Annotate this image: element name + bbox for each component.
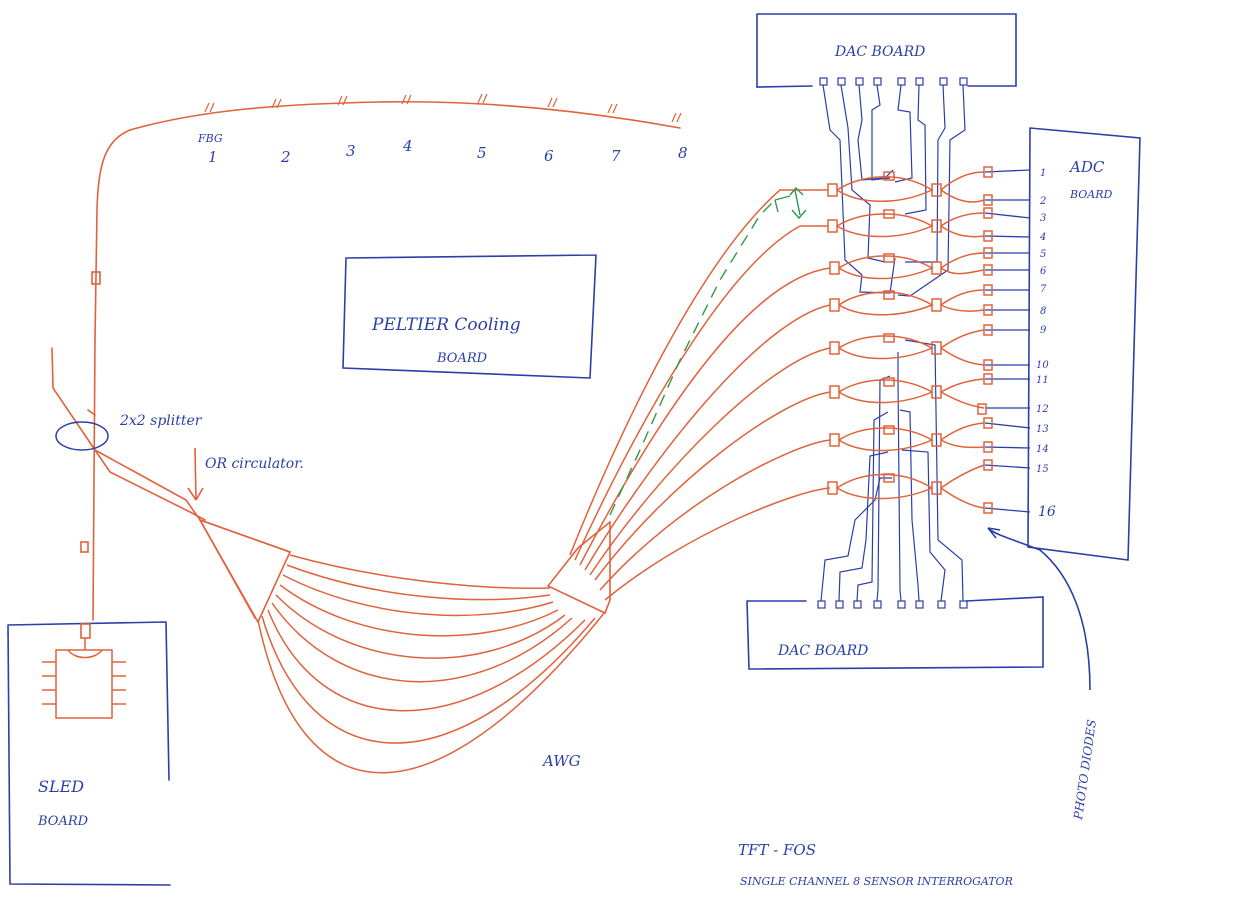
adc-channel-number: 14 bbox=[1036, 444, 1049, 455]
peltier-board-title: PELTIER Cooling bbox=[371, 315, 521, 335]
sled-board-title: SLED bbox=[38, 777, 84, 796]
fbg-number: 3 bbox=[346, 142, 356, 160]
coupler-row-5 bbox=[829, 324, 993, 371]
sled-chip bbox=[42, 638, 126, 719]
adc-board-box bbox=[1027, 127, 1141, 561]
adc-channel-number: 12 bbox=[1036, 404, 1049, 415]
adc-channel-numbers: 1 2 3 4 5 6 7 8 9 10 11 12 13 14 15 16 bbox=[1036, 168, 1056, 520]
adc-channel-number: 13 bbox=[1036, 424, 1049, 435]
fbg-number: 1 bbox=[208, 148, 218, 166]
adc-channel-number: 5 bbox=[1040, 249, 1046, 260]
splitter-ellipse bbox=[55, 421, 109, 451]
adc-channel-number: 4 bbox=[1039, 232, 1046, 243]
labels: FBG 1 2 3 4 5 6 7 8 PELTIER Cooling BOAR… bbox=[37, 44, 1113, 888]
adc-board-title: ADC bbox=[1068, 158, 1105, 176]
circulator-label: OR circulator. bbox=[205, 456, 304, 472]
fbg-gratings bbox=[204, 93, 682, 123]
dac-bottom-board-box bbox=[746, 596, 1044, 670]
coupler-row-2 bbox=[827, 207, 993, 242]
splitter-marker bbox=[55, 421, 109, 451]
splitter-label: 2x2 splitter bbox=[119, 413, 203, 429]
adc-channel-number: 3 bbox=[1040, 213, 1046, 224]
adc-channel-number: 10 bbox=[1036, 360, 1049, 371]
adc-channel-number: 11 bbox=[1036, 375, 1049, 386]
coupler-rows bbox=[827, 166, 993, 514]
adc-channel-number: 16 bbox=[1038, 504, 1056, 520]
awg-label: AWG bbox=[541, 752, 581, 770]
adc-board-subtitle: BOARD bbox=[1069, 188, 1113, 201]
fiber-network bbox=[51, 100, 681, 639]
fbg-label: FBG bbox=[197, 132, 223, 145]
board-outlines bbox=[7, 13, 1141, 886]
awg-left-star bbox=[198, 518, 292, 624]
fbg-fiber bbox=[92, 100, 681, 621]
fbg-number-row: 1 2 3 4 5 6 7 8 bbox=[208, 137, 688, 166]
dac-top-label: DAC BOARD bbox=[834, 44, 925, 60]
adc-channel-number: 7 bbox=[1040, 284, 1047, 295]
adc-channel-number: 15 bbox=[1036, 464, 1049, 475]
adc-channel-number: 8 bbox=[1040, 306, 1046, 317]
fbg-number: 8 bbox=[678, 144, 688, 162]
coupler-row-3 bbox=[829, 247, 993, 280]
peltier-board-box bbox=[342, 254, 597, 379]
photodiode-arrow bbox=[987, 527, 1091, 691]
awg-right-star bbox=[546, 520, 611, 615]
coupler-row-4 bbox=[829, 284, 993, 316]
footer-title: TFT - FOS bbox=[738, 841, 816, 859]
adc-channel-number: 1 bbox=[1040, 168, 1046, 179]
adc-channel-number: 6 bbox=[1040, 266, 1047, 277]
dac-top-board-box bbox=[756, 13, 1017, 88]
green-annotation bbox=[609, 186, 807, 516]
awg-waveguides bbox=[257, 554, 606, 774]
coupler-row-7 bbox=[829, 417, 993, 453]
peltier-board-subtitle: BOARD bbox=[436, 351, 488, 366]
fbg-number: 4 bbox=[402, 137, 413, 155]
fbg-number: 7 bbox=[611, 147, 621, 165]
sled-board-box bbox=[7, 621, 171, 886]
dac-bottom-label: DAC BOARD bbox=[777, 643, 868, 659]
fbg-number: 6 bbox=[544, 147, 554, 165]
fbg-number: 5 bbox=[477, 144, 487, 162]
coupler-row-1 bbox=[827, 166, 993, 206]
photodiodes-label: PHOTO DIODES bbox=[1071, 719, 1099, 822]
circulator-arrow bbox=[187, 447, 204, 501]
footer-subtitle: SINGLE CHANNEL 8 SENSOR INTERROGATOR bbox=[740, 875, 1013, 888]
dac-bottom-connectors bbox=[817, 339, 968, 609]
adc-channel-number: 2 bbox=[1039, 196, 1046, 207]
fbg-number: 2 bbox=[280, 148, 291, 166]
adc-channel-number: 9 bbox=[1040, 325, 1047, 336]
coupler-row-8 bbox=[827, 459, 993, 514]
awg-output-fibers bbox=[569, 189, 831, 601]
coupler-row-6 bbox=[829, 373, 993, 415]
sled-board-subtitle: BOARD bbox=[37, 814, 89, 829]
